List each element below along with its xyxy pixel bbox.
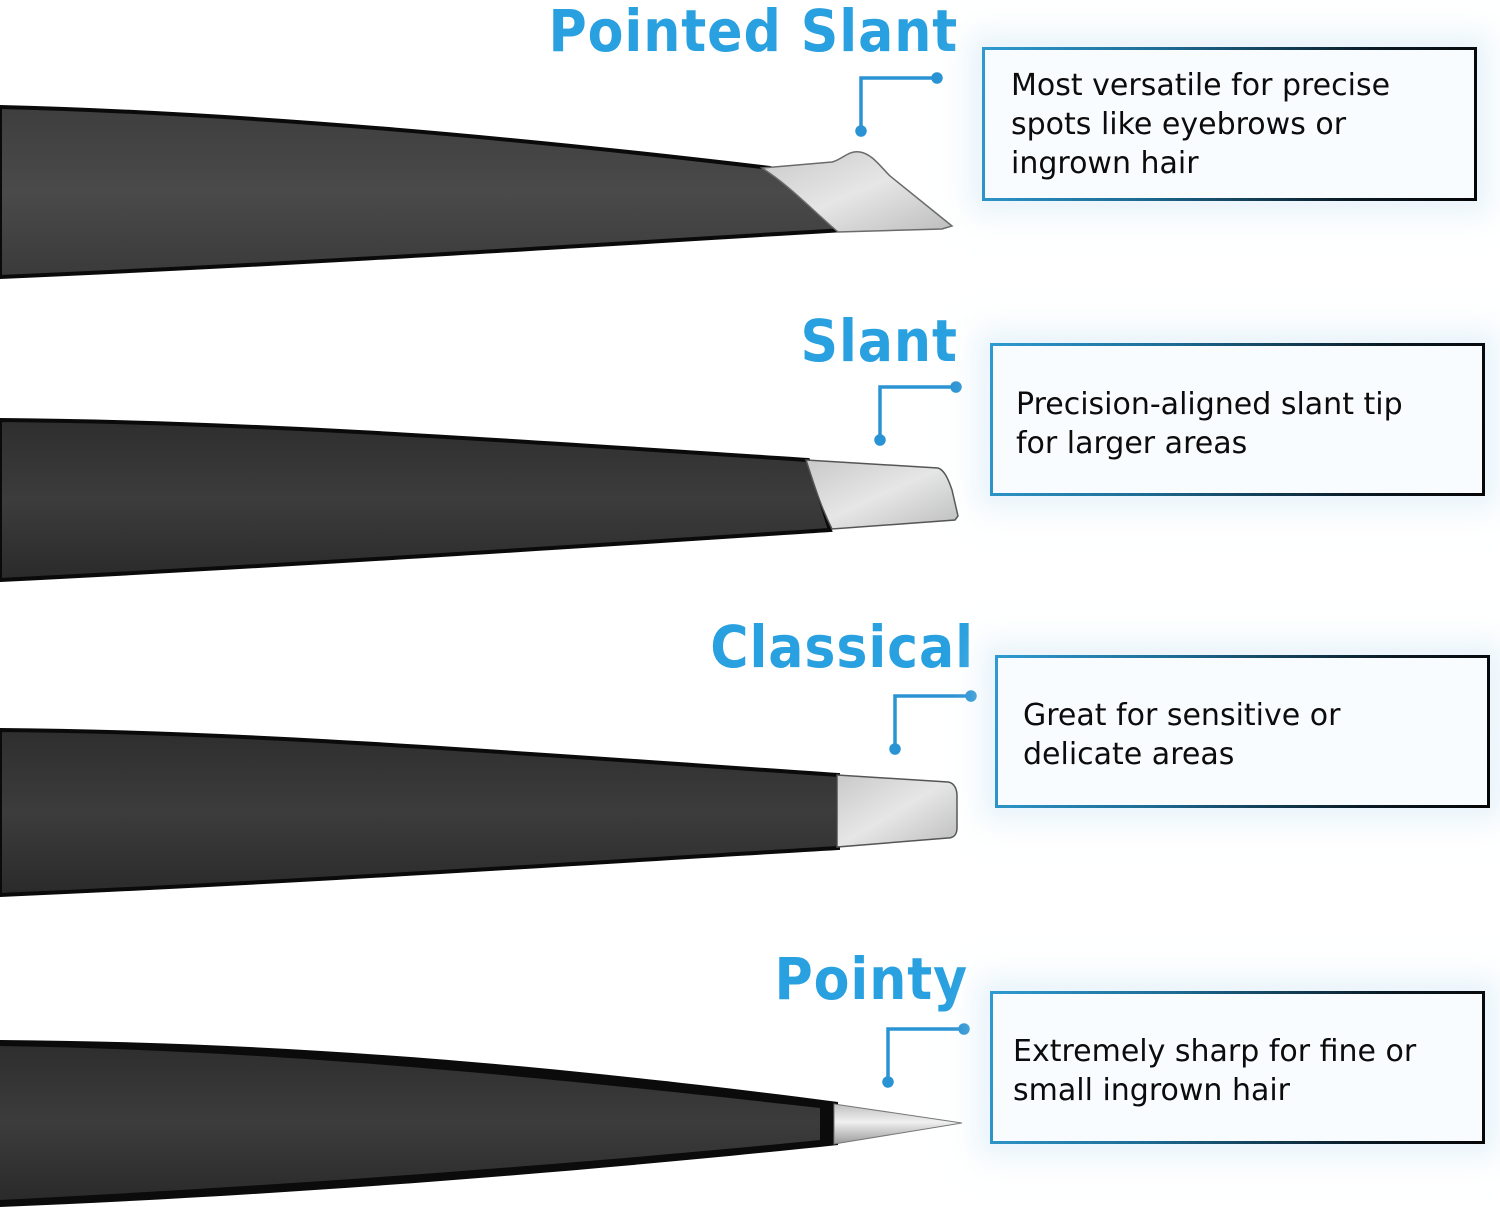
tip-title-slant: Slant [800, 307, 958, 375]
classical-tweezer-icon [0, 727, 958, 898]
tip-title-pointed-slant: Pointed Slant [548, 0, 958, 65]
tip-title-classical: Classical [710, 613, 974, 681]
tip-description-text: Most versatile for precise spots like ey… [1011, 68, 1391, 181]
tip-description-box-slant: Precision-aligned slant tip for larger a… [990, 343, 1485, 496]
connector-pointy [882, 1023, 970, 1088]
pointy-tweezer-icon [0, 1040, 963, 1207]
tip-description-box-pointed-slant: Most versatile for precise spots like ey… [982, 47, 1477, 201]
connector-pointed-slant [855, 72, 943, 137]
tip-description-text: Precision-aligned slant tip for larger a… [1016, 387, 1403, 461]
tip-description-box-classical: Great for sensitive or delicate areas [995, 655, 1490, 808]
tip-description-text: Great for sensitive or delicate areas [1023, 698, 1341, 772]
connector-classical [889, 690, 977, 755]
slant-tweezer-icon [0, 417, 959, 583]
pointed-slant-tweezer-icon [0, 104, 954, 280]
tip-title-pointy: Pointy [774, 945, 968, 1013]
tip-description-text: Extremely sharp for fine or small ingrow… [1013, 1034, 1417, 1108]
connector-slant [874, 381, 962, 446]
tip-description-box-pointy: Extremely sharp for fine or small ingrow… [990, 991, 1485, 1144]
